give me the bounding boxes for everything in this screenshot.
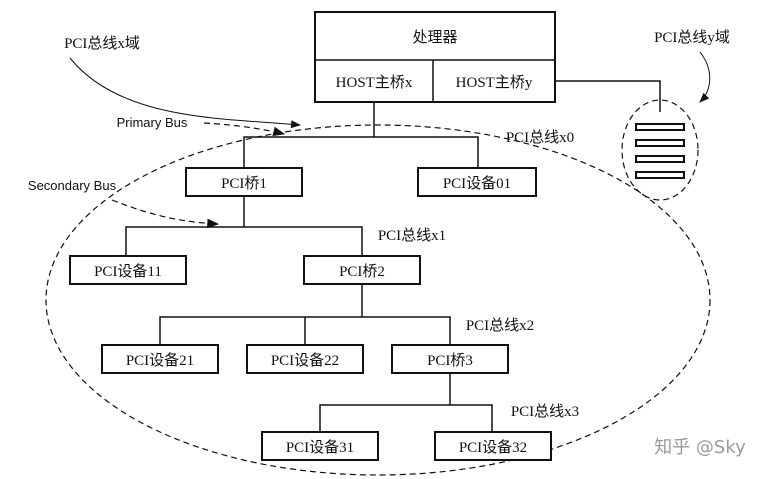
x-domain-label: PCI总线x域 xyxy=(64,35,140,52)
bridge-2: PCI桥2 xyxy=(303,255,421,285)
bridge-3: PCI桥3 xyxy=(391,344,509,374)
bus-x1-line xyxy=(125,226,363,256)
processor-title: 处理器 xyxy=(412,29,457,46)
processor-block: 处理器 HOST主桥x HOST主桥y xyxy=(314,11,556,103)
y-domain xyxy=(621,99,699,201)
bus-x3-label: PCI总线x3 xyxy=(511,403,579,420)
host-y-link xyxy=(555,80,661,112)
bridge-3-box xyxy=(391,344,509,374)
x-domain-boundary xyxy=(45,124,711,476)
x-domain-pointer xyxy=(69,57,301,129)
bus-x2-label: PCI总线x2 xyxy=(466,317,534,334)
device-31: PCI设备31 xyxy=(261,431,379,461)
primary-bus-pointer xyxy=(203,122,286,137)
bridge-1: PCI桥1 xyxy=(185,167,303,197)
secondary-bus-pointer xyxy=(111,199,220,229)
y-domain-label: PCI总线y域 xyxy=(654,29,730,46)
y-domain-pointer xyxy=(699,51,711,103)
device-32-box xyxy=(434,431,552,461)
secondary-bus-label: Secondary Bus xyxy=(28,178,117,193)
bridge-2-box xyxy=(303,255,421,285)
device-21: PCI设备21 xyxy=(101,344,219,374)
bus-x1-label: PCI总线x1 xyxy=(378,227,446,244)
device-22-label: PCI设备22 xyxy=(271,352,339,369)
bridge-1-label: PCI桥1 xyxy=(221,175,267,192)
device-11: PCI设备11 xyxy=(69,255,187,285)
device-22: PCI设备22 xyxy=(246,344,364,374)
device-32-label: PCI设备32 xyxy=(459,439,527,456)
device-32: PCI设备32 xyxy=(434,431,552,461)
y-domain-boundary xyxy=(621,99,699,201)
processor-frame xyxy=(314,11,556,103)
device-01-label: PCI设备01 xyxy=(443,175,511,192)
bus-x0-line xyxy=(243,136,479,168)
y-bus-bar-3 xyxy=(635,155,685,163)
device-01-box xyxy=(417,167,537,197)
device-31-label: PCI设备31 xyxy=(286,439,354,456)
y-bus-bar-1 xyxy=(635,123,685,131)
device-21-box xyxy=(101,344,219,374)
device-31-box xyxy=(261,431,379,461)
y-bus-bar-4 xyxy=(635,171,685,179)
primary-bus-label: Primary Bus xyxy=(117,115,188,130)
bus-x3-line xyxy=(319,404,493,432)
watermark: 知乎 @Sky xyxy=(654,437,746,458)
device-11-box xyxy=(69,255,187,285)
device-11-label: PCI设备11 xyxy=(94,263,162,280)
host-bridge-y: HOST主桥y xyxy=(456,74,533,91)
bus-x0-label: PCI总线x0 xyxy=(506,129,574,146)
bridge-2-label: PCI桥2 xyxy=(339,263,385,280)
host-bridge-x: HOST主桥x xyxy=(336,74,413,91)
bridge-3-label: PCI桥3 xyxy=(427,352,473,369)
device-01: PCI设备01 xyxy=(417,167,537,197)
y-bus-bar-2 xyxy=(635,139,685,147)
device-22-box xyxy=(246,344,364,374)
device-21-label: PCI设备21 xyxy=(126,352,194,369)
